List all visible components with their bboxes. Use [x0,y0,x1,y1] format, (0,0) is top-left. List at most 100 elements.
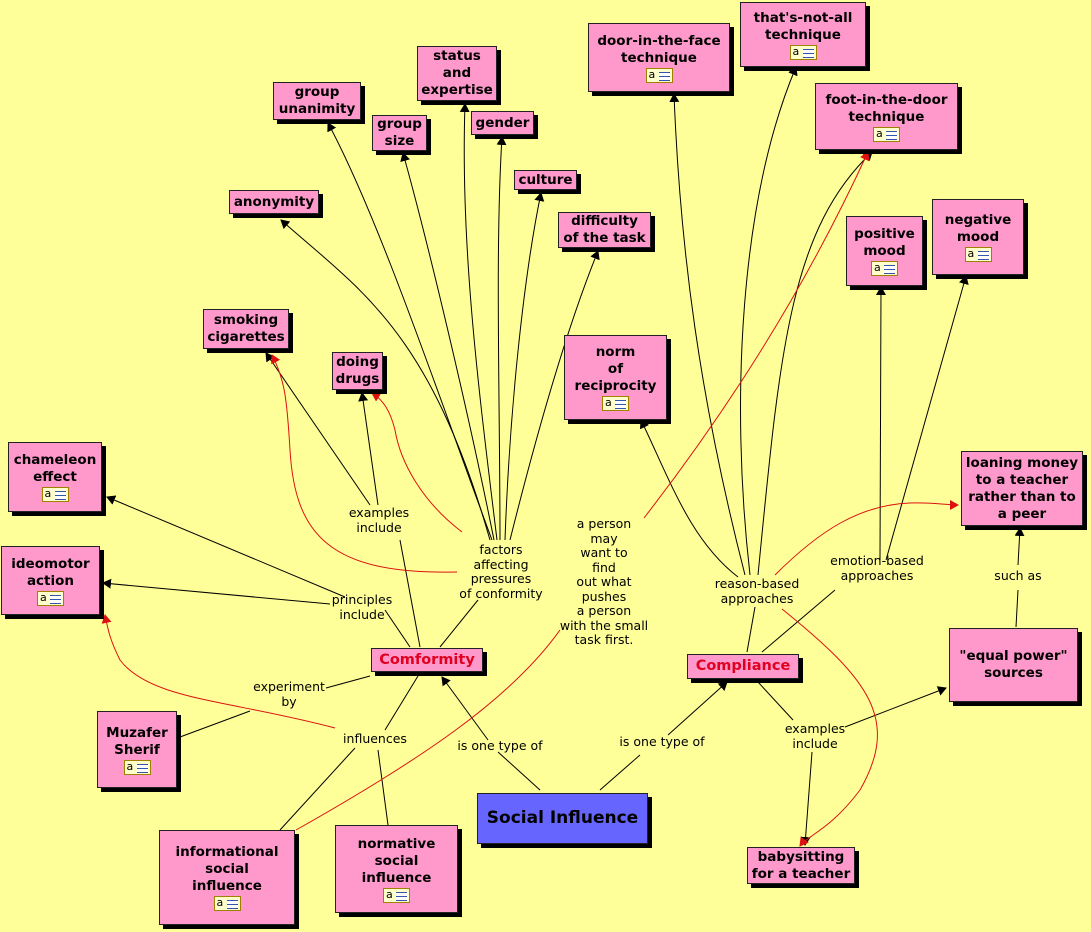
node-gender[interactable]: gender [471,111,534,135]
link-factors-anonymity [280,219,491,541]
crosslink-factors-drugs [371,392,463,533]
crosslink-person-foot [643,151,870,519]
label-is-one-type-of-1: is one type of [457,738,543,753]
link-compliance-reason [746,606,756,653]
node-babysitting[interactable]: babysitting for a teacher [747,847,855,884]
node-status-expertise[interactable]: status and expertise [417,46,497,101]
node-culture[interactable]: culture [514,170,577,190]
node-ideomotor[interactable]: ideomotor action [1,546,100,615]
node-loaning-money-label: loaning money to a teacher rather than t… [965,454,1079,522]
node-group-size-label: group size [377,116,422,149]
note-icon[interactable] [964,245,992,262]
node-thats-not-all[interactable]: that's-not-all technique [740,2,866,67]
node-gender-label: gender [475,114,530,131]
link-conformity-influences [384,675,419,731]
node-norm-reciprocity[interactable]: norm of reciprocity [564,335,667,420]
link-conformity-experiment [325,675,371,689]
crosslink-informational-person [295,629,561,831]
crosslink-reason-loaning [774,499,959,576]
crosslink-factors-smoking [271,354,458,573]
link-influences-normative [377,749,389,826]
node-foot-in-door-label: foot-in-the-door technique [825,91,948,125]
note-icon[interactable] [213,894,241,911]
link-factors-status [459,103,498,541]
node-positive-mood[interactable]: positive mood [846,216,923,286]
note-icon[interactable] [789,43,817,60]
link-factors-gender [496,136,507,541]
link-experiment-muzafer [179,710,251,738]
node-conformity[interactable]: Comformity [371,648,483,672]
link-examples2-equal [844,686,947,728]
label-examples-include: examples include [348,505,410,535]
label-is-one-type-of-2: is one type of [619,734,705,749]
note-icon[interactable] [873,125,900,142]
link-emotion-positive [875,286,886,561]
node-compliance-label: Compliance [695,658,791,674]
crosslink-experiment-ideomotor [101,614,336,729]
note-icon[interactable] [37,589,64,606]
node-babysitting-label: babysitting for a teacher [751,848,851,882]
node-group-unanimity[interactable]: group unanimity [273,82,361,120]
link-conformity-examples [399,539,421,648]
note-icon[interactable] [41,485,69,502]
node-group-unanimity-label: group unanimity [278,84,356,117]
link-conformity-principles [384,609,411,648]
label-principles-include: principles include [331,592,393,622]
link-principles-ideomotor [102,578,331,605]
label-reason-based: reason-based approaches [714,576,800,606]
node-equal-power-label: "equal power" sources [959,648,1068,681]
link-compliance-emotion [761,589,836,653]
node-positive-mood-label: positive mood [854,226,915,259]
node-doing-drugs[interactable]: doing drugs [332,352,383,390]
node-muzafer-label: Muzafer Sherif [106,724,168,758]
label-factors: factors affecting pressures of conformit… [459,542,543,601]
link-principles-chameleon [106,495,346,598]
node-difficulty-label: difficulty of the task [563,213,646,246]
link-emotion-negative [885,275,969,561]
node-door-in-face[interactable]: door-in-the-face technique [588,23,730,92]
node-anonymity-label: anonymity [233,193,315,210]
label-experiment-by: experiment by [253,679,325,709]
node-group-size[interactable]: group size [372,115,427,151]
note-icon[interactable] [383,886,410,903]
label-emotion-based: emotion-based approaches [830,553,924,583]
label-a-person: a person may want to find out what pushe… [559,516,649,647]
link-type2-to-compliance [667,681,728,736]
link-factors-culture [504,192,545,541]
link-compliance-examples2 [757,681,794,721]
note-icon[interactable] [871,259,898,276]
link-reason-foot [757,151,873,576]
node-equal-power[interactable]: "equal power" sources [949,628,1078,702]
note-icon[interactable] [123,758,151,775]
node-anonymity[interactable]: anonymity [229,190,319,214]
node-smoking[interactable]: smoking cigarettes [203,309,289,349]
node-foot-in-door[interactable]: foot-in-the-door technique [815,83,958,150]
node-conformity-label: Comformity [379,651,475,668]
link-factors-group-unanimity [327,122,493,541]
label-such-as: such as [994,568,1042,583]
node-muzafer[interactable]: Muzafer Sherif [97,711,177,788]
link-conformity-to-factors [439,599,479,648]
node-normative[interactable]: normative social influence [335,825,458,913]
node-normative-label: normative social influence [357,835,436,886]
link-factors-group-size [400,152,495,541]
link-examples-smoking [265,352,371,506]
node-social-influence-label: Social Influence [486,808,639,828]
node-door-in-face-label: door-in-the-face technique [597,32,721,66]
node-negative-mood-label: negative mood [944,212,1012,245]
node-chameleon[interactable]: chameleon effect [8,442,102,512]
node-informational[interactable]: informational social influence [159,830,295,925]
note-icon[interactable] [645,66,673,83]
node-compliance[interactable]: Compliance [687,654,799,679]
note-icon[interactable] [602,394,629,411]
node-ideomotor-label: ideomotor action [11,555,90,589]
link-reason-thatsnotall [740,66,798,576]
node-loaning-money[interactable]: loaning money to a teacher rather than t… [961,451,1083,526]
link-suchas-loaning [1014,527,1025,566]
node-difficulty[interactable]: difficulty of the task [558,212,651,248]
node-status-expertise-label: status and expertise [421,48,493,98]
link-examples2-babysitting [800,751,813,846]
node-social-influence[interactable]: Social Influence [477,793,648,844]
node-negative-mood[interactable]: negative mood [932,199,1024,275]
